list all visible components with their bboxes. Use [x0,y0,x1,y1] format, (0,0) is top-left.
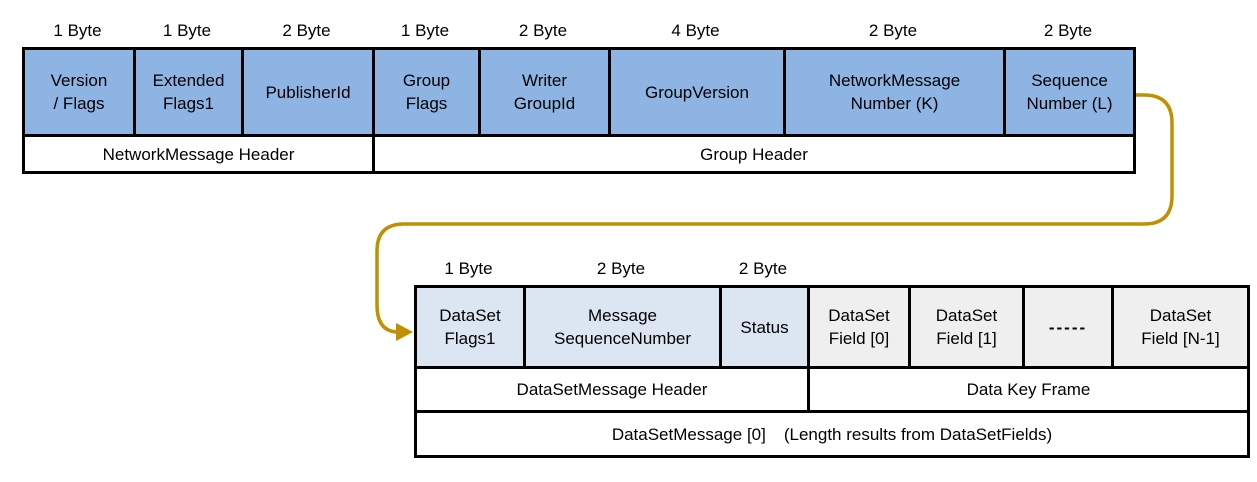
byte-label: 1 Byte [444,258,493,278]
byte-label: 2 Byte [738,258,788,278]
byte-label: 4 Byte [671,20,720,40]
section-cell-group-header: Group Header [372,134,1136,174]
field-cell-networkmessage-number: NetworkMessage Number (K) [783,47,1006,137]
section-cell-data-key-frame: Data Key Frame [807,366,1250,413]
field-cell-ellipsis: ----- [1022,285,1114,369]
field-cell-group-flags: Group Flags [372,47,481,137]
network-message-table: Version / Flags Extended Flags1 Publishe… [22,47,1136,174]
byte-label: 1 Byte [162,20,212,40]
byte-label: 1 Byte [400,20,450,40]
field-cell-sequence-number: Sequence Number (L) [1003,47,1136,137]
field-cell-dataset-flags1: DataSet Flags1 [414,285,526,369]
byte-label: 2 Byte [868,20,918,40]
network-message-block: 1 Byte 1 Byte 2 Byte 1 Byte 2 Byte 4 Byt… [22,14,1136,174]
datasetmessage-length-note: (Length results from DataSetFields) [783,424,1053,444]
byte-label: 2 Byte [518,20,568,40]
field-cell-dataset-field-1: DataSet Field [1] [908,285,1025,369]
field-cell-extended-flags1: Extended Flags1 [133,47,244,137]
field-cell-publisherid: PublisherId [241,47,375,137]
field-cell-status: Status [719,285,810,369]
field-cell-groupversion: GroupVersion [608,47,786,137]
section-cell-networkmessage-header: NetworkMessage Header [22,134,375,174]
byte-label: 2 Byte [596,258,646,278]
byte-label-row: 1 Byte 2 Byte 2 Byte [414,252,1250,285]
datasetmessage-0-label: DataSetMessage [0] [611,424,766,444]
section-cell-datasetmessage-0: DataSetMessage [0] (Length results from D… [414,410,1250,458]
dataset-message-table: DataSet Flags1 Message SequenceNumber St… [414,285,1250,458]
byte-label-row: 1 Byte 1 Byte 2 Byte 1 Byte 2 Byte 4 Byt… [22,14,1136,47]
byte-label: 2 Byte [1043,20,1093,40]
field-cell-dataset-field-n-1: DataSet Field [N-1] [1111,285,1250,369]
section-cell-datasetmessage-header: DataSetMessage Header [414,366,810,413]
byte-label: 1 Byte [53,20,102,40]
flow-arrow-head [396,323,413,341]
field-cell-dataset-field-0: DataSet Field [0] [807,285,911,369]
field-cell-writer-groupid: Writer GroupId [478,47,611,137]
field-cell-version-flags: Version / Flags [22,47,136,137]
dataset-message-block: 1 Byte 2 Byte 2 Byte DataSet Flags1 Mess… [414,252,1250,458]
byte-label: 2 Byte [282,20,331,40]
field-cell-message-sequencenumber: Message SequenceNumber [523,285,722,369]
